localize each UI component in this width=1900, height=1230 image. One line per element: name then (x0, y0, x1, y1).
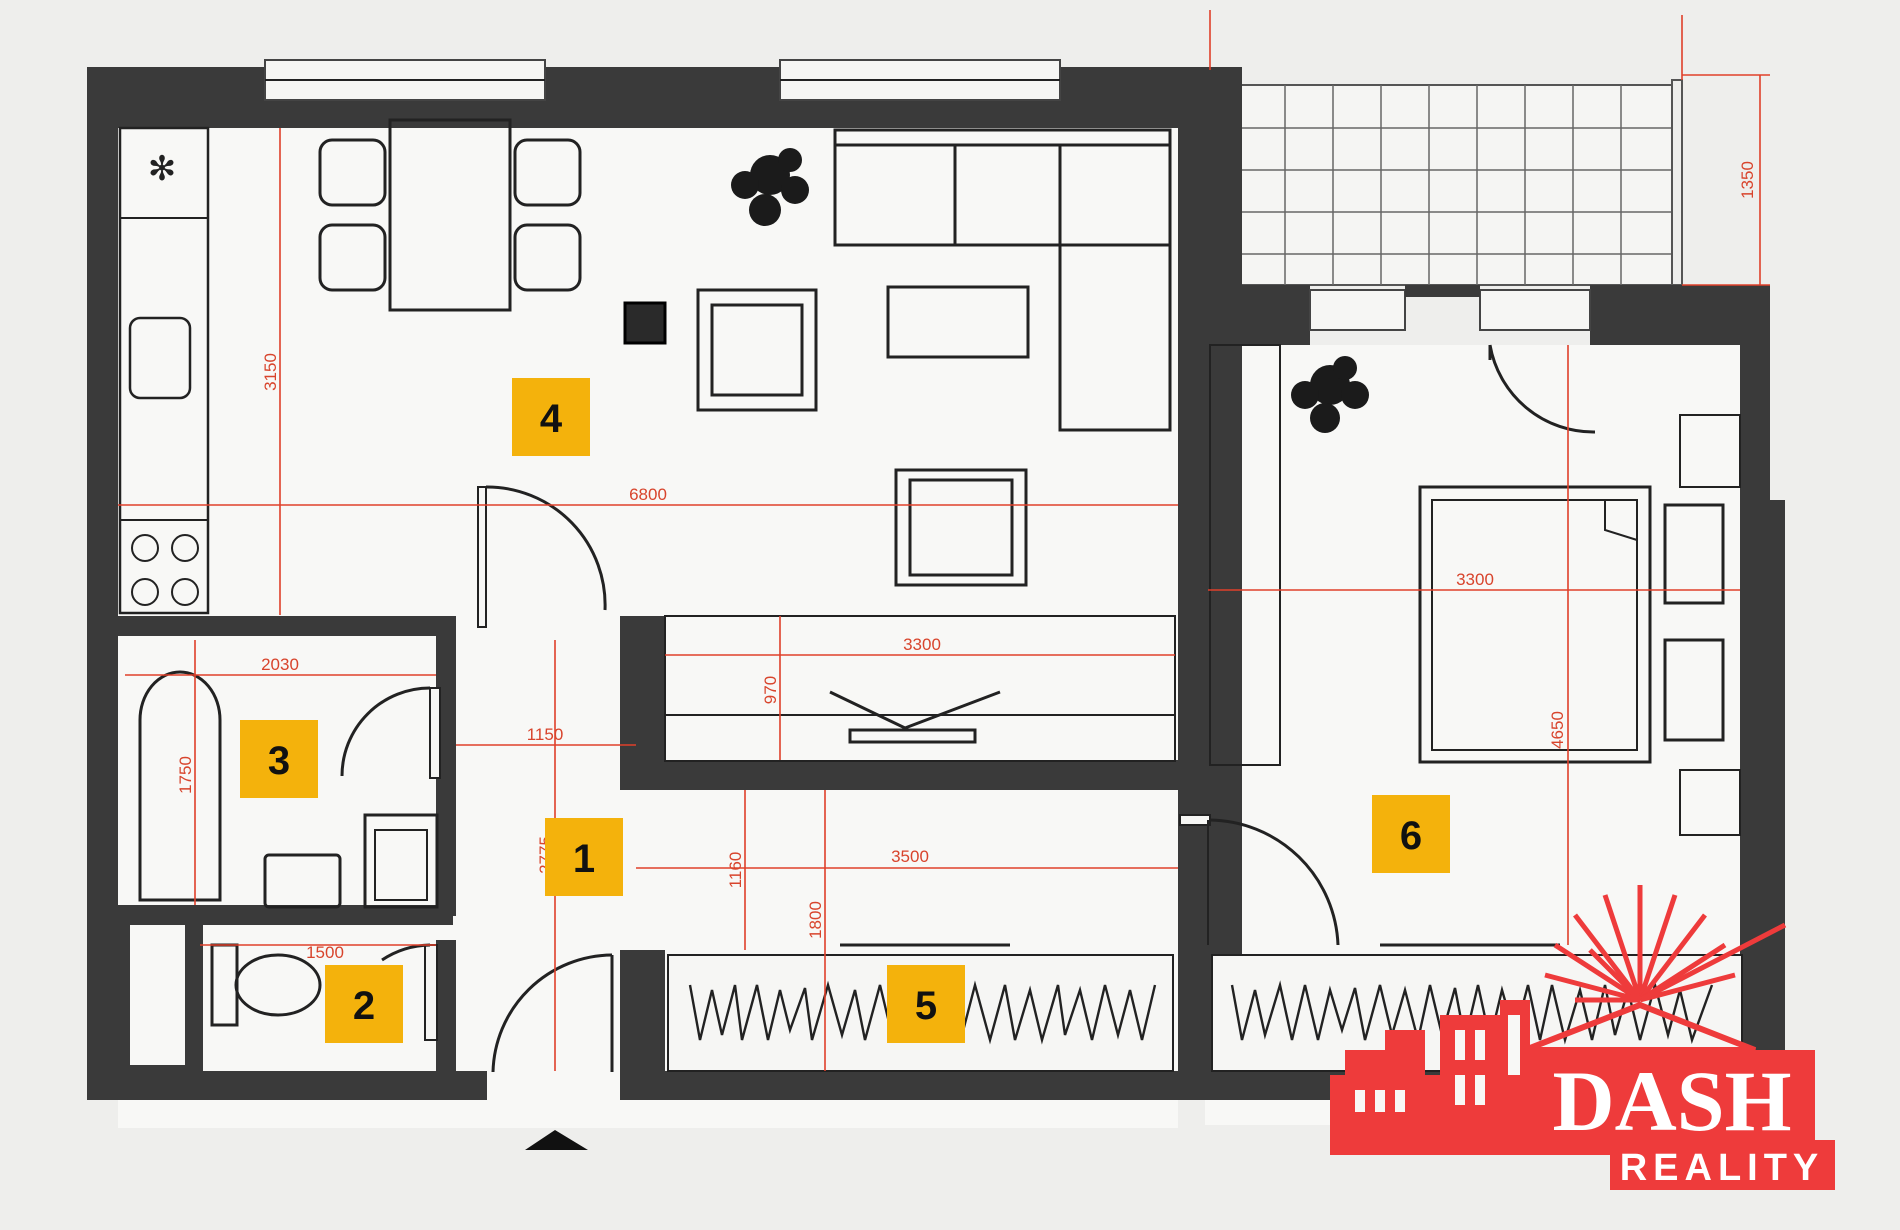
kitchen-counter: ✻ (118, 126, 210, 615)
dim-wc-width: 1500 (306, 943, 344, 962)
dim-hall-width: 1150 (527, 725, 564, 744)
bedroom-furniture (1209, 344, 1741, 836)
room-marker-6: 6 (1372, 795, 1450, 873)
door-bedroom (1179, 814, 1340, 946)
side-table (623, 301, 667, 345)
dim-corridor-width: 3500 (891, 847, 929, 866)
dim-wardrobe-depth: 1800 (806, 901, 825, 939)
room-marker-1: 1 (545, 818, 623, 896)
dash-reality-logo: DASH REALITY (1330, 885, 1835, 1190)
svg-text:5: 5 (915, 984, 937, 1028)
door-living (477, 485, 607, 628)
kitchen-sink-icon (128, 316, 192, 400)
plant-icon (731, 148, 809, 226)
dim-bedroom-width: 3300 (1456, 570, 1494, 589)
entrance-opening (490, 1071, 618, 1100)
door-entrance (491, 953, 614, 1073)
svg-text:4: 4 (540, 397, 563, 441)
storage-furniture (664, 615, 1176, 762)
dim-storage-depth: 970 (761, 676, 780, 704)
freezer-icon: ✻ (148, 150, 177, 188)
dim-bathroom-depth: 1750 (176, 756, 195, 794)
dim-corridor-depth: 1160 (726, 852, 745, 889)
armchair (696, 288, 818, 412)
dim-bathroom-width: 2030 (261, 655, 299, 674)
windows (264, 59, 1591, 331)
logo-brand: DASH (1553, 1053, 1792, 1149)
dim-living-depth: 3150 (261, 353, 280, 391)
coffee-table (886, 285, 1030, 359)
entrance-arrow-icon (525, 1130, 588, 1150)
dim-living-width: 6800 (629, 485, 667, 504)
room-marker-4: 4 (512, 378, 590, 456)
balcony (1236, 79, 1683, 286)
svg-text:1: 1 (573, 837, 595, 881)
dim-bedroom-depth: 4650 (1548, 711, 1567, 749)
sun-rays-icon (1544, 885, 1787, 1003)
svg-text:6: 6 (1400, 814, 1422, 858)
building-silhouette-icon (1330, 1000, 1530, 1155)
room-marker-3: 3 (240, 720, 318, 798)
dining-set (318, 118, 582, 312)
dim-balcony-depth: 1350 (1738, 161, 1757, 199)
sofa (833, 128, 1172, 432)
door-bathroom (340, 686, 441, 779)
svg-text:3: 3 (268, 739, 290, 783)
armchair (894, 468, 1028, 587)
svg-text:2: 2 (353, 984, 375, 1028)
dimension-lines (118, 10, 1770, 1071)
dimension-labels: 6800 3150 1350 3300 4650 2030 1750 1150 … (176, 161, 1757, 962)
room-marker-5: 5 (887, 965, 965, 1043)
dim-storage-width: 3300 (903, 635, 941, 654)
door-bedroom-balcony (1488, 344, 1596, 434)
logo-subtitle: REALITY (1620, 1147, 1825, 1189)
bathroom-fixtures (138, 670, 439, 909)
plant-icon (1291, 356, 1369, 433)
room-marker-2: 2 (325, 965, 403, 1043)
